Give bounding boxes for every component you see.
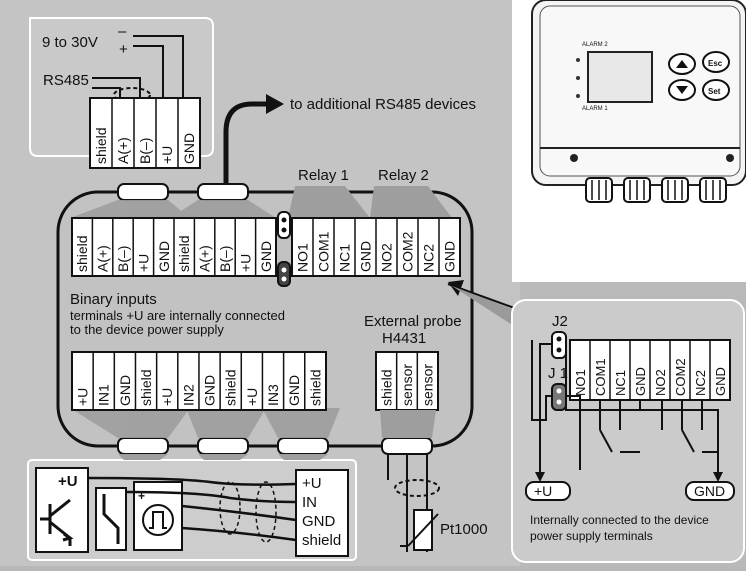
binary-terminal-4: +U xyxy=(159,388,175,406)
inset-j1-label: J 1 xyxy=(548,365,568,382)
probe-title: External probe xyxy=(364,313,462,330)
inset-terminal-0: NO1 xyxy=(573,369,588,396)
jumper-j1[interactable] xyxy=(277,261,291,287)
inset-note2: power supply terminals xyxy=(530,529,653,543)
rs485-terminal-2: B(–) xyxy=(115,246,131,272)
input-devices-box: +U + +U IN GND shield xyxy=(27,459,357,561)
supply-terminal-2: B(–) xyxy=(137,138,153,164)
binary-terminal-2: GND xyxy=(117,375,133,406)
probe-terminal-1: sensor xyxy=(399,364,415,406)
inset-note1: Internally connected to the device xyxy=(530,513,709,527)
input-wire-label-1: IN xyxy=(302,494,317,511)
pt1000-label: Pt1000 xyxy=(440,521,488,538)
input-wire-label-3: shield xyxy=(302,532,341,549)
binary-inputs-title: Binary inputs xyxy=(70,291,157,308)
device-photo: ALARM 2 ALARM 1 Esc Set xyxy=(512,0,746,282)
binary-inputs-note2: to the device power supply xyxy=(70,322,224,337)
esc-button-label: Esc xyxy=(708,59,723,68)
relay1-label: Relay 1 xyxy=(298,167,349,184)
alarm-label-top: ALARM 2 xyxy=(582,42,608,48)
arrow-label: to additional RS485 devices xyxy=(290,96,476,113)
transistor-output-icon xyxy=(35,467,89,553)
inset-plus-u: +U xyxy=(534,483,552,499)
input-wire-label-2: GND xyxy=(302,513,336,530)
inset-terminal-1: COM1 xyxy=(593,358,608,396)
power-rs485-box: 9 to 30V + – RS485 shield A(+) B(–) +U GND xyxy=(29,17,214,169)
binary-terminal-3: shield xyxy=(138,369,154,406)
inset-terminal-4: NO2 xyxy=(653,369,668,396)
rs485-terminal-1: A(+) xyxy=(95,245,111,272)
esc-button[interactable] xyxy=(702,51,730,73)
probe-model: H4431 xyxy=(382,330,426,347)
binary-terminal-8: +U xyxy=(244,388,260,406)
inset-j2-label: J2 xyxy=(552,313,568,330)
inset-gnd: GND xyxy=(694,483,725,499)
inset-jumper-j1 xyxy=(551,383,567,411)
supply-voltage-label: 9 to 30V xyxy=(42,34,98,51)
supply-plus-label: + xyxy=(119,41,128,58)
binary-terminal-11: shield xyxy=(307,369,323,406)
binary-terminal-9: IN3 xyxy=(265,384,281,406)
supply-terminal-1: A(+) xyxy=(115,137,131,164)
supply-terminal-4: GND xyxy=(181,133,197,164)
relay-terminal-5: COM2 xyxy=(400,231,416,272)
rs485-label: RS485 xyxy=(43,72,89,89)
relay-terminal-2: NC1 xyxy=(337,244,353,272)
rs485-terminal-4: GND xyxy=(156,241,172,272)
relay-terminal-0: NO1 xyxy=(295,243,311,272)
alarm-label-bottom: ALARM 1 xyxy=(582,106,608,112)
rs485-terminal-5: shield xyxy=(176,235,192,272)
relay-terminal-6: NC2 xyxy=(421,244,437,272)
relay-terminal-4: NO2 xyxy=(379,243,395,272)
rs485-terminal-6: A(+) xyxy=(197,245,213,272)
input-wire-label-0: +U xyxy=(302,475,322,492)
pulse-plus-label: + xyxy=(138,489,145,503)
set-button-label: Set xyxy=(708,87,721,96)
probe-terminal-0: shield xyxy=(378,369,394,406)
inset-terminal-3: GND xyxy=(633,367,648,396)
rs485-terminal-9: GND xyxy=(258,241,274,272)
rs485-terminal-3: +U xyxy=(135,254,151,272)
relay-terminal-7: GND xyxy=(442,241,458,272)
supply-terminal-3: +U xyxy=(159,146,175,164)
supply-terminal-0: shield xyxy=(93,127,109,164)
probe-terminal-block xyxy=(375,351,439,411)
probe-wiring xyxy=(387,454,440,552)
set-button[interactable] xyxy=(702,79,730,101)
binary-terminal-6: GND xyxy=(202,375,218,406)
rs485-terminal-8: +U xyxy=(237,254,253,272)
rs485-terminal-7: B(–) xyxy=(217,246,233,272)
relay2-label: Relay 2 xyxy=(378,167,429,184)
input-plus-u-label: +U xyxy=(58,473,78,490)
inset-terminal-2: NC1 xyxy=(613,370,628,396)
probe-terminal-2: sensor xyxy=(420,364,436,406)
inset-terminal-5: COM2 xyxy=(673,358,688,396)
binary-terminal-10: GND xyxy=(286,375,302,406)
inset-terminal-6: NC2 xyxy=(693,370,708,396)
supply-minus-label: – xyxy=(118,23,127,40)
inset-jumper-j2 xyxy=(551,331,567,359)
binary-inputs-note1: terminals +U are internally connected xyxy=(70,308,285,323)
binary-terminal-1: IN1 xyxy=(96,384,112,406)
jumper-j2[interactable] xyxy=(277,211,291,239)
relay-terminal-3: GND xyxy=(358,241,374,272)
binary-terminal-7: shield xyxy=(223,369,239,406)
binary-terminal-5: IN2 xyxy=(180,384,196,406)
input-terminal-labels xyxy=(295,469,349,557)
rs485-terminal-0: shield xyxy=(74,235,90,272)
relay-terminal-1: COM1 xyxy=(316,231,332,272)
inset-terminal-7: GND xyxy=(713,367,728,396)
rs485-extension-arrow: to additional RS485 devices xyxy=(223,94,476,186)
binary-terminal-0: +U xyxy=(75,388,91,406)
